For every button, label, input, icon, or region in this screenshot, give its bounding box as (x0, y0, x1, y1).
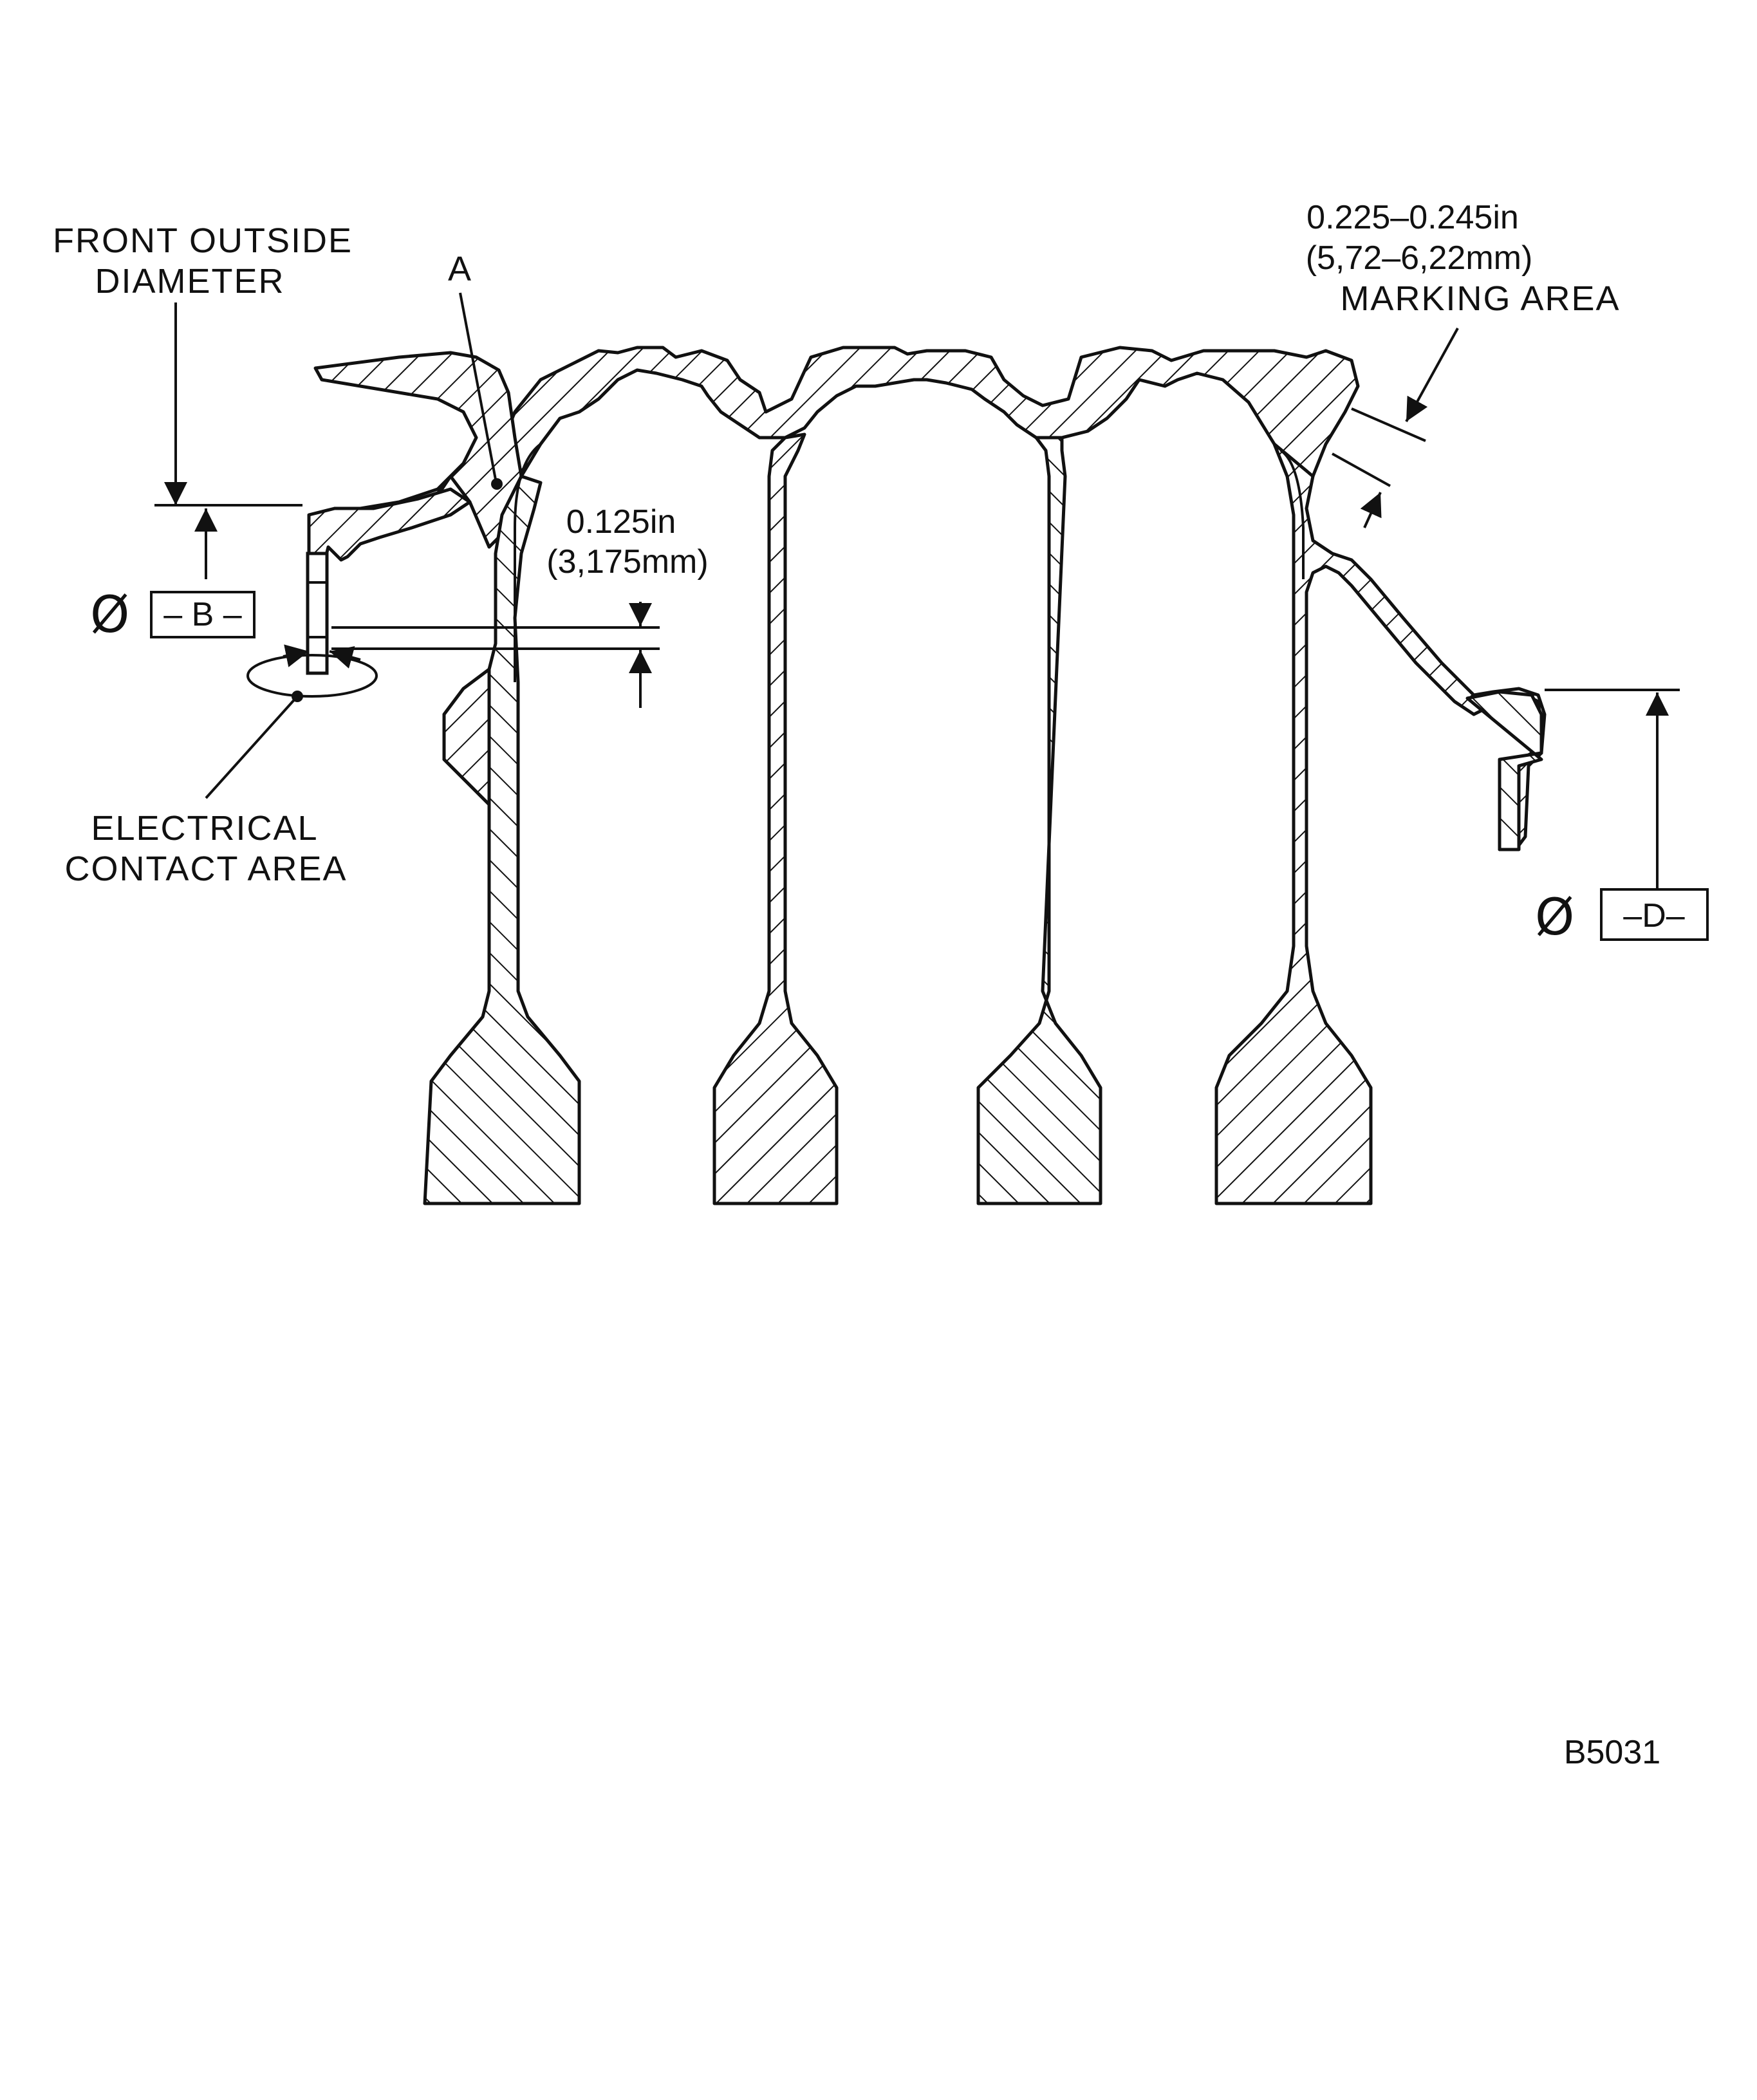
thickness-in-label: 0.125in (566, 503, 676, 541)
electrical-label-line2: CONTACT AREA (64, 850, 347, 888)
marking-ext-top (1351, 407, 1426, 442)
drum-rim (487, 346, 1360, 478)
contact-tab (306, 552, 329, 675)
contact-area-ellipse (246, 654, 378, 698)
datum-d-box (1600, 888, 1709, 941)
front-od-label-line1: FRONT OUTSIDE (53, 221, 353, 260)
marking-in-label: 0.225–0.245in (1306, 199, 1519, 236)
figure-id: B5031 (1564, 1734, 1660, 1771)
point-a-leader (459, 292, 497, 480)
disk-1-step (442, 667, 491, 806)
electrical-label-line1: ELECTRICAL (91, 809, 318, 848)
thickness-mm-label: (3,175mm) (546, 543, 708, 581)
point-a-label: A (448, 250, 472, 288)
marking-area-label: MARKING AREA (1340, 279, 1620, 318)
contact-leader (205, 695, 299, 799)
diameter-symbol-d: Ø (1535, 889, 1574, 947)
disk-4 (1214, 442, 1547, 1205)
marking-mm-label: (5,72–6,22mm) (1306, 239, 1533, 277)
bore-line-4 (1279, 449, 1305, 579)
front-od-label-line2: DIAMETER (95, 262, 284, 301)
disk-1 (423, 474, 581, 1205)
contact-arrow-left (283, 644, 310, 667)
point-a-dot (491, 478, 503, 490)
datum-d-label: –D– (1623, 897, 1684, 934)
marking-arrow-bottom (1360, 492, 1382, 528)
disk-2 (712, 432, 839, 1205)
marking-ext-bottom (1332, 452, 1391, 487)
datum-b-box (150, 591, 256, 638)
rear-flange (1465, 690, 1543, 851)
diameter-symbol-b: Ø (90, 586, 129, 644)
datum-b-label: – B – (163, 596, 241, 633)
marking-arrow-top (1405, 328, 1459, 422)
contact-arrow-right (329, 646, 361, 669)
front-contact-arm (307, 487, 472, 562)
bore-line-1 (514, 443, 542, 682)
disk-3 (976, 436, 1102, 1205)
